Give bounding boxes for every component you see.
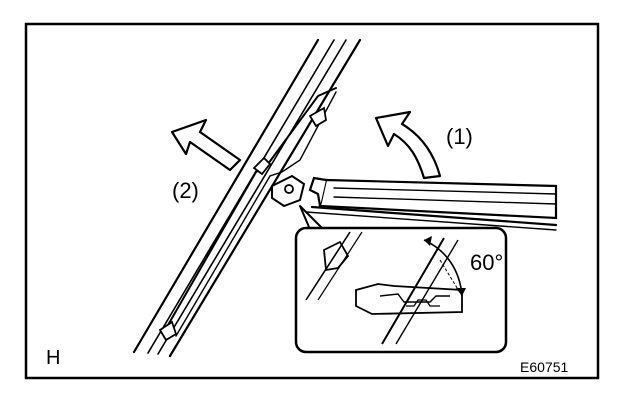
direction-arrow-1	[374, 110, 442, 180]
detail-inset	[294, 226, 508, 354]
angle-label: 60°	[470, 250, 503, 275]
wiper-blade	[132, 38, 362, 358]
view-label: H	[46, 347, 60, 369]
wiper-arm	[305, 176, 558, 231]
direction-arrow-2	[170, 118, 242, 172]
step-1-label: (1)	[446, 124, 473, 149]
step-2-label: (2)	[172, 178, 199, 203]
figure-id: E60751	[520, 359, 568, 375]
